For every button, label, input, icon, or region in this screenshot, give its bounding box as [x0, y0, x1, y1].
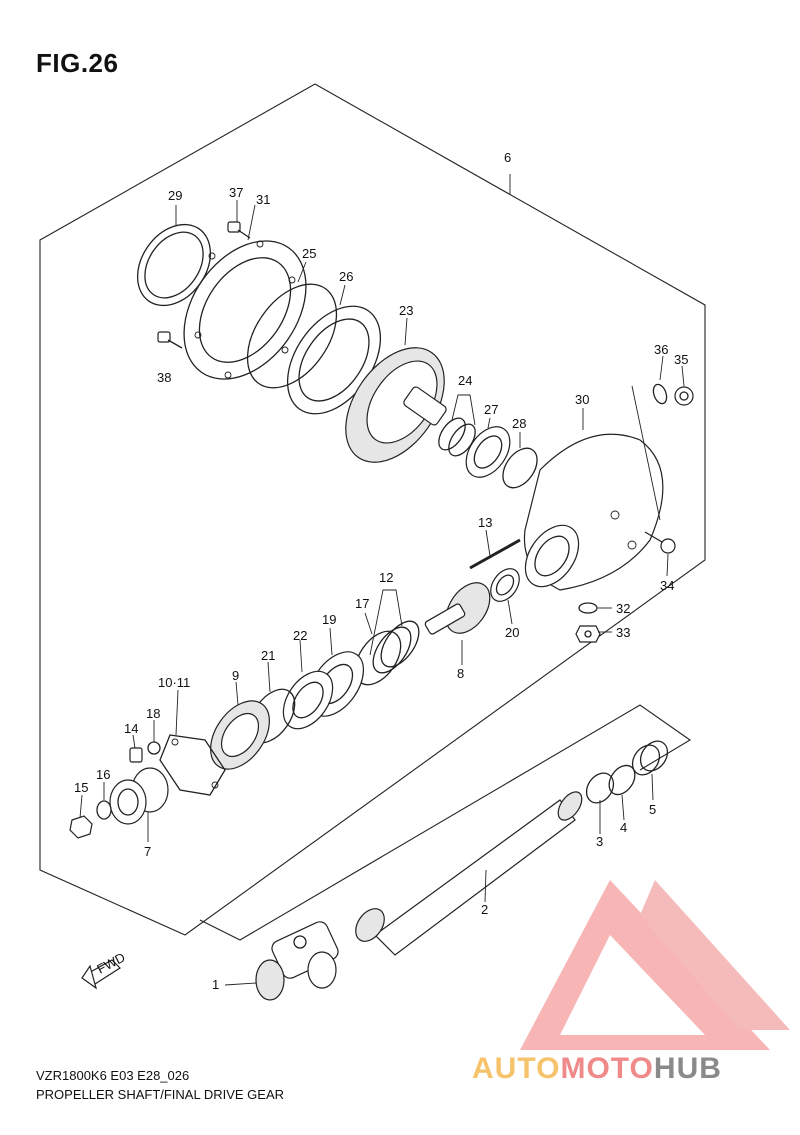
callout-31: 31: [256, 192, 270, 207]
callout-25: 25: [302, 246, 316, 261]
callout-27: 27: [484, 402, 498, 417]
callout-5: 5: [649, 802, 656, 817]
assembly-frame: [39, 83, 706, 936]
bearing-20: [490, 568, 520, 602]
watermark-moto: MOTO: [560, 1052, 654, 1085]
callout-29: 29: [168, 188, 182, 203]
callout-36: 36: [654, 342, 668, 357]
propeller-shaft-2: [355, 791, 583, 956]
callout-17: 17: [355, 596, 369, 611]
oil-seal-28: [502, 447, 538, 489]
callout-10-11: 10·11: [158, 675, 190, 690]
callout-8: 8: [457, 666, 464, 681]
callout-13: 13: [478, 515, 492, 530]
pinion-gear-8: [424, 582, 491, 635]
callout-20: 20: [505, 625, 519, 640]
watermark-auto: AUTO: [472, 1052, 561, 1085]
callout-34: 34: [660, 578, 674, 593]
joint-housing-7: [109, 767, 169, 825]
o-ring-25: [246, 283, 338, 389]
callout-9: 9: [232, 668, 239, 683]
callout-33: 33: [616, 625, 630, 640]
washer-16: [96, 800, 112, 820]
gear-case-30: [523, 433, 664, 591]
callout-7: 7: [144, 844, 151, 859]
nut-33: [575, 625, 601, 643]
callout-4: 4: [620, 820, 627, 835]
callout-14: 14: [124, 721, 138, 736]
flange-31: [183, 240, 307, 380]
callout-37: 37: [229, 185, 243, 200]
bolt-34: [644, 531, 676, 554]
stud-13: [469, 538, 521, 570]
universal-joint-1: [255, 921, 339, 1001]
circlip-4: [608, 764, 636, 796]
ring-3: [585, 772, 615, 804]
callout-28: 28: [512, 416, 526, 431]
callout-32: 32: [616, 601, 630, 616]
gasket-10-11: [159, 734, 226, 796]
callout-18: 18: [146, 706, 160, 721]
washer-18: [147, 741, 161, 755]
ring-gear-23: [345, 347, 447, 463]
bearing-27: [465, 426, 511, 478]
callout-3: 3: [596, 834, 603, 849]
spring-5: [631, 740, 669, 776]
callout-35: 35: [674, 352, 688, 367]
oil-seal-29: [136, 223, 212, 307]
leader-lines: [79, 174, 685, 986]
callout-30: 30: [575, 392, 589, 407]
callout-15: 15: [74, 780, 88, 795]
bolt-14: [129, 747, 143, 763]
washer-32: [578, 602, 598, 614]
callout-16: 16: [96, 767, 110, 782]
bolt-38: [157, 331, 183, 349]
callout-2: 2: [481, 902, 488, 917]
fwd-arrow-icon: FWD: [81, 950, 128, 990]
callout-19: 19: [322, 612, 336, 627]
shim-12: [372, 620, 420, 674]
callout-23: 23: [399, 303, 413, 318]
bearing-22: [282, 670, 334, 730]
callout-22: 22: [293, 628, 307, 643]
figure-title: FIG.26: [36, 48, 119, 78]
watermark-logo: [520, 880, 790, 1050]
callout-labels: 6 29 37 31 25 26 23 38 24 27 28 30 36 35…: [74, 150, 688, 992]
shaft-frame: [199, 704, 692, 941]
section-name: PROPELLER SHAFT/FINAL DRIVE GEAR: [36, 1087, 285, 1102]
callout-26: 26: [339, 269, 353, 284]
callout-38: 38: [157, 370, 171, 385]
nut-15: [69, 815, 93, 839]
callout-12: 12: [379, 570, 393, 585]
watermark-hub: HUB: [653, 1052, 722, 1085]
model-code: VZR1800K6 E03 E28_026: [36, 1068, 190, 1083]
plug-35: [674, 386, 694, 406]
retainer-9: [210, 700, 270, 770]
callout-6: 6: [504, 150, 511, 165]
watermark-text: AUTOMOTOHUB: [472, 1052, 722, 1086]
callout-21: 21: [261, 648, 275, 663]
bolt-37: [227, 221, 251, 239]
bracket-lead-35-36: [631, 385, 661, 521]
callout-1: 1: [212, 977, 219, 992]
o-ring-36: [652, 383, 668, 405]
callout-24: 24: [458, 373, 472, 388]
